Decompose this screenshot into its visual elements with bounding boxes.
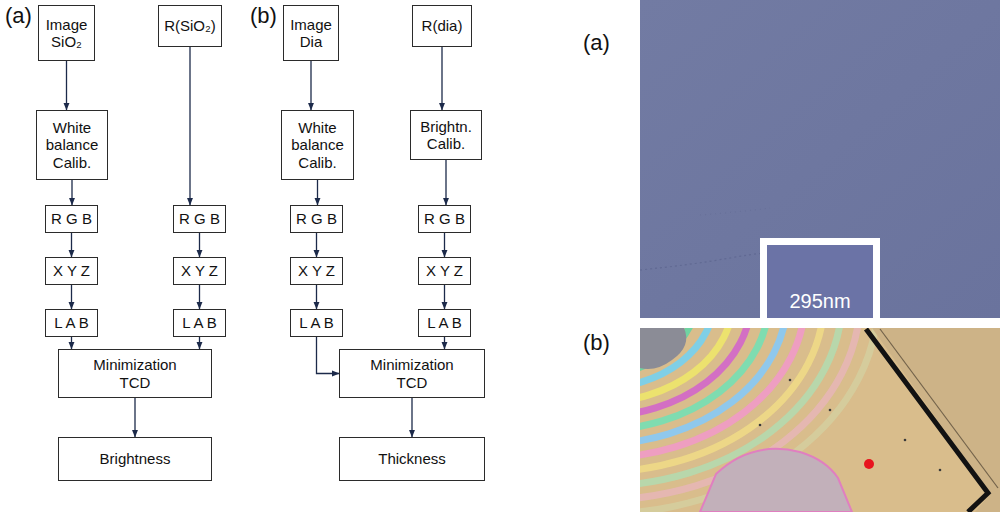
- dust-dot: [759, 424, 762, 427]
- thickness-inset: 295nm: [760, 238, 880, 318]
- process-box: R G B: [418, 205, 471, 233]
- crystal-edge: [880, 329, 998, 488]
- flow-arrow: [444, 337, 445, 349]
- fringe: [640, 328, 878, 512]
- box-text: White balance Calib.: [39, 119, 105, 171]
- process-box: R(dia): [412, 5, 472, 47]
- box-text: R(dia): [422, 17, 463, 34]
- dark-patch: [640, 328, 686, 369]
- box-text: X Y Z: [53, 262, 90, 279]
- box-text: X Y Z: [181, 262, 218, 279]
- process-box: R(SiO₂): [158, 5, 222, 47]
- panel-label: (b): [250, 3, 277, 29]
- lavender-region: [700, 449, 852, 512]
- panel-label: (a): [583, 30, 610, 56]
- flow-arrow: [317, 337, 340, 374]
- dust-dot: [789, 379, 792, 382]
- box-text: Image SiO₂: [41, 16, 92, 51]
- box-text: L A B: [299, 314, 333, 331]
- flow-arrow: [316, 233, 317, 257]
- box-text: R G B: [296, 210, 337, 227]
- flow-arrow: [441, 47, 442, 110]
- box-text: Thickness: [378, 450, 446, 467]
- process-box: White balance Calib.: [36, 110, 108, 180]
- process-box: Brightn. Calib.: [410, 110, 482, 160]
- process-box: L A B: [45, 309, 98, 337]
- box-text: White balance Calib.: [284, 119, 351, 171]
- diamond-photo: [640, 328, 1000, 512]
- crystal-edge: [866, 329, 988, 512]
- box-text: 295nm: [789, 290, 850, 313]
- box-text: X Y Z: [298, 262, 335, 279]
- process-box: Minimization TCD: [339, 349, 485, 398]
- process-box: R G B: [45, 205, 98, 233]
- process-box: X Y Z: [290, 257, 343, 285]
- box-text: Brightness: [100, 450, 171, 467]
- flow-arrow: [317, 180, 318, 205]
- flow-arrow: [71, 180, 72, 205]
- flow-arrow: [71, 233, 72, 257]
- dust-dot: [829, 409, 832, 412]
- box-text: R G B: [51, 210, 92, 227]
- box-text: R G B: [179, 210, 220, 227]
- process-box: R G B: [173, 205, 226, 233]
- process-box: L A B: [173, 309, 226, 337]
- flow-arrow: [71, 337, 72, 349]
- fringe: [640, 328, 714, 388]
- process-box: L A B: [418, 309, 471, 337]
- flow-arrow: [199, 285, 200, 309]
- box-text: Brightn. Calib.: [413, 118, 479, 153]
- interference-fringes: [640, 328, 878, 512]
- fringe: [640, 328, 787, 444]
- flow-arrow: [134, 398, 135, 437]
- sio2-photo: [640, 0, 1000, 318]
- fringe: [640, 328, 769, 430]
- scratch: [700, 208, 770, 215]
- sio2-surface: [640, 0, 1000, 318]
- flow-arrow: [444, 285, 445, 309]
- process-box: Brightness: [58, 437, 212, 481]
- process-box: Image SiO₂: [38, 5, 95, 61]
- process-box: X Y Z: [173, 257, 226, 285]
- flow-arrow: [66, 61, 67, 110]
- process-box: Minimization TCD: [58, 349, 212, 398]
- flow-arrow: [310, 61, 311, 110]
- flow-arrow: [444, 233, 445, 257]
- process-box: R G B: [290, 205, 343, 233]
- flow-arrow: [189, 47, 190, 205]
- process-box: Image Dia: [283, 5, 339, 61]
- box-text: L A B: [427, 314, 461, 331]
- dust-dot: [939, 469, 942, 472]
- process-box: Thickness: [339, 437, 485, 481]
- box-text: Minimization TCD: [85, 356, 185, 391]
- flow-arrow: [316, 285, 317, 309]
- flow-arrow: [71, 285, 72, 309]
- process-box: White balance Calib.: [281, 110, 354, 180]
- panel-label: (a): [5, 3, 32, 29]
- flow-arrow: [411, 398, 412, 437]
- process-box: L A B: [290, 309, 343, 337]
- process-box: X Y Z: [418, 257, 471, 285]
- box-text: L A B: [182, 314, 216, 331]
- box-text: R(SiO₂): [164, 17, 216, 34]
- box-text: L A B: [54, 314, 88, 331]
- flow-arrow: [199, 337, 200, 349]
- box-text: R G B: [424, 210, 465, 227]
- measurement-dot: [864, 459, 874, 469]
- panel-label: (b): [583, 330, 610, 356]
- process-box: X Y Z: [45, 257, 98, 285]
- flow-arrow: [199, 233, 200, 257]
- box-text: Minimization TCD: [362, 356, 462, 391]
- flow-arrow: [445, 160, 446, 205]
- box-text: X Y Z: [426, 262, 463, 279]
- dust-dot: [904, 439, 907, 442]
- box-text: Image Dia: [286, 16, 336, 51]
- fringe: [640, 328, 805, 458]
